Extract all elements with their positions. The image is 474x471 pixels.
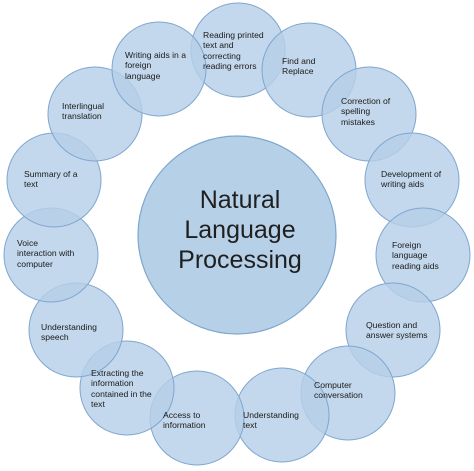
node-label-10: Extracting the information contained in … xyxy=(91,368,152,410)
node-label-11: Understanding speech xyxy=(41,322,97,343)
node-label-13: Summary of a text xyxy=(24,169,78,190)
center-title: Natural Language Processing xyxy=(178,186,302,274)
node-label-15: Writing aids in a foreign language xyxy=(125,50,186,81)
node-label-3: Correction of spelling mistakes xyxy=(341,96,391,127)
node-label-8: Understanding text xyxy=(243,410,299,431)
center-circle xyxy=(137,135,337,335)
outer-ring xyxy=(3,2,471,466)
node-label-9: Access to information xyxy=(163,410,206,431)
node-label-5: Foreign language reading aids xyxy=(392,240,439,271)
node-circle-15 xyxy=(111,21,207,117)
node-label-2: Find and Replace xyxy=(282,56,316,77)
node-label-14: Interlingual translation xyxy=(62,101,105,122)
node-label-4: Development of writing aids xyxy=(381,169,442,190)
node-label-7: Computer conversation xyxy=(314,380,363,401)
node-label-6: Question and answer systems xyxy=(366,320,428,341)
node-label-12: Voice interaction with computer xyxy=(17,238,75,269)
node-label-1: Reading printed text and correcting read… xyxy=(203,30,264,72)
